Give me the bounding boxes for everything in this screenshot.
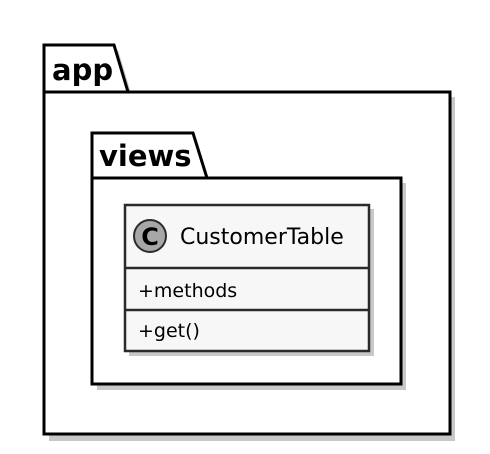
class-name: CustomerTable (180, 225, 344, 250)
class-stereotype-icon (133, 219, 167, 253)
package-views-name: views (99, 139, 192, 173)
class-attribute: +methods (138, 280, 237, 302)
package-app-name: app (52, 53, 113, 87)
class-stereotype-letter: C (141, 223, 159, 251)
class-customertable[interactable]: C CustomerTable +methods +get() (123, 203, 374, 356)
class-box (123, 203, 371, 353)
class-operation: +get() (138, 320, 200, 342)
